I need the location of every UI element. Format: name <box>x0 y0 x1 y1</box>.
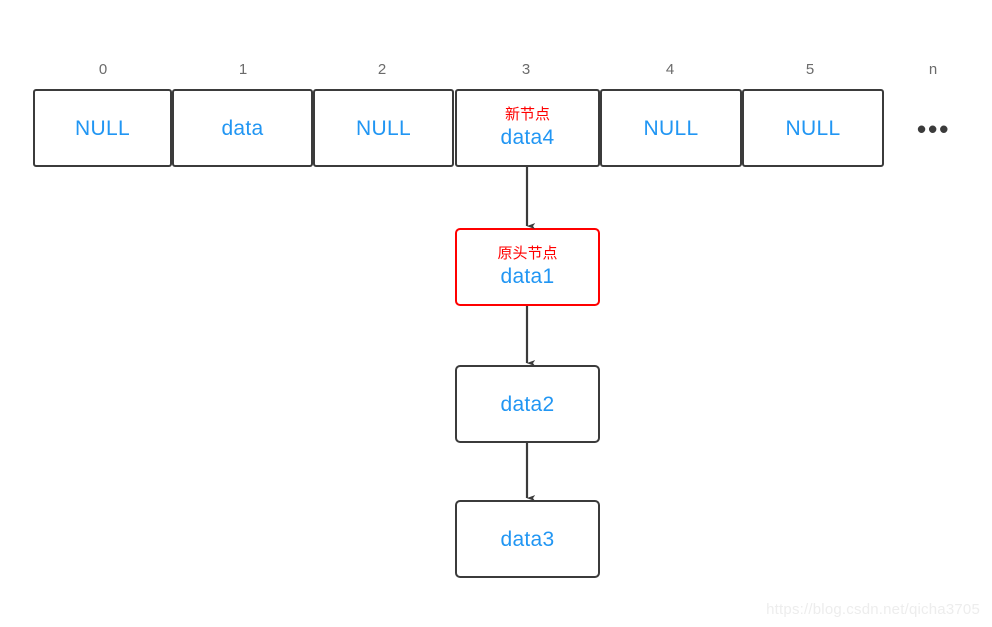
array-overflow-ellipsis: ••• <box>917 114 951 144</box>
array-cell-0[interactable]: NULL <box>33 89 172 167</box>
array-cell-value: NULL <box>75 116 130 140</box>
array-cell-value: NULL <box>643 116 699 140</box>
array-index-label-5: 5 <box>805 61 815 78</box>
chain-node-value: data2 <box>500 392 555 416</box>
chain-node-note: 原头节点 <box>497 245 558 262</box>
array-cell-1[interactable]: data <box>172 89 313 167</box>
array-index-label-1: 1 <box>238 61 248 78</box>
array-index-label-0: 0 <box>98 61 108 78</box>
array-cell-3[interactable]: 新节点 data4 <box>455 89 600 167</box>
array-cell-2[interactable]: NULL <box>313 89 454 167</box>
chain-node-data2[interactable]: data2 <box>455 365 600 443</box>
chain-node-value: data1 <box>500 265 555 288</box>
chain-node-data1[interactable]: 原头节点 data1 <box>455 228 600 306</box>
array-index-label-n: n <box>928 61 938 78</box>
array-cell-note: 新节点 <box>504 106 550 123</box>
array-cell-4[interactable]: NULL <box>600 89 742 167</box>
chain-node-value: data3 <box>500 527 555 551</box>
array-cell-value: NULL <box>785 116 841 140</box>
chain-node-data3[interactable]: data3 <box>455 500 600 578</box>
array-index-label-3: 3 <box>521 61 531 78</box>
array-cell-value: NULL <box>356 116 411 140</box>
array-cell-value: data4 <box>500 126 555 149</box>
array-index-label-2: 2 <box>377 61 387 78</box>
array-cell-value: data <box>221 116 264 140</box>
array-cell-5[interactable]: NULL <box>742 89 884 167</box>
watermark-text: https://blog.csdn.net/qicha3705 <box>766 601 980 618</box>
array-index-label-4: 4 <box>665 61 675 78</box>
